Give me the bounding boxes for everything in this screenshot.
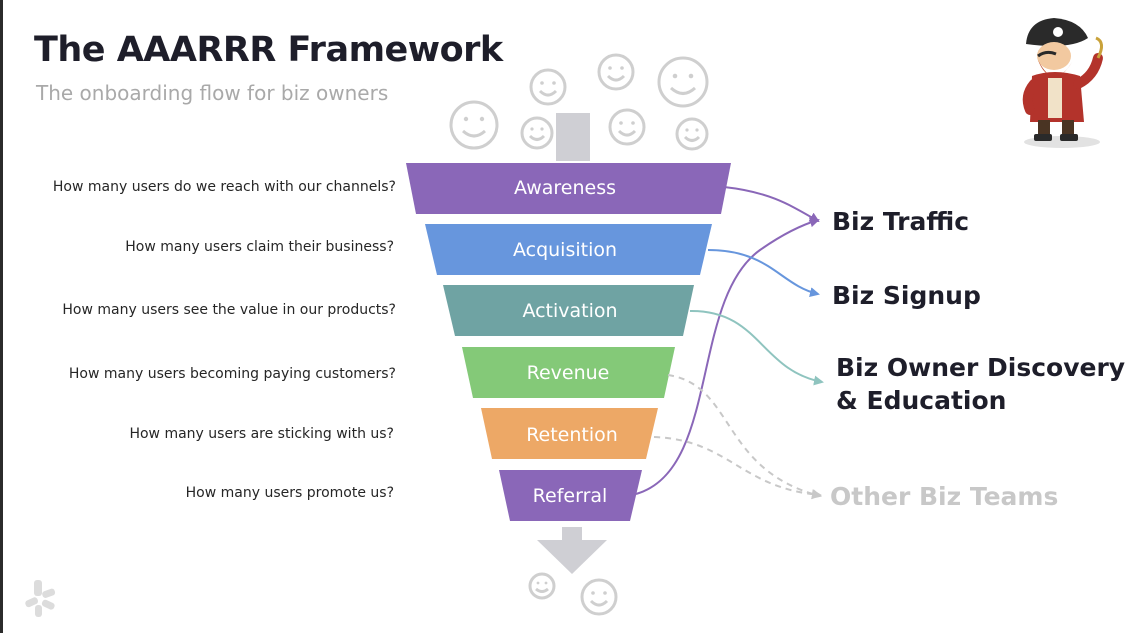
smiley-icon xyxy=(657,56,709,108)
smiley-icon xyxy=(529,68,567,106)
arrow-acquisition-to-biz-signup xyxy=(707,249,820,298)
funnel-label-revenue: Revenue xyxy=(527,362,610,384)
question-retention: How many users are sticking with us? xyxy=(129,426,394,442)
slide-title: The AAARRR Framework xyxy=(34,30,503,70)
slide-subtitle: The onboarding flow for biz owners xyxy=(36,81,389,105)
funnel-stage-referral xyxy=(499,470,642,521)
question-awareness: How many users do we reach with our chan… xyxy=(52,179,396,195)
funnel-label-awareness: Awareness xyxy=(514,177,616,199)
smiley-icon xyxy=(608,108,646,146)
smiley-icon xyxy=(675,117,709,151)
arrow-activation-to-discovery xyxy=(689,309,824,386)
down-arrow-icon xyxy=(537,527,607,574)
question-activation: How many users see the value in our prod… xyxy=(62,302,396,318)
smiley-icons-top xyxy=(449,53,709,151)
question-revenue: How many users becoming paying customers… xyxy=(68,366,396,382)
slide-left-border xyxy=(0,0,3,633)
funnel-stage-awareness xyxy=(406,163,731,214)
smiley-icons-bottom xyxy=(528,572,618,616)
question-referral: How many users promote us? xyxy=(185,485,394,501)
funnel-label-retention: Retention xyxy=(526,424,618,446)
outcome-other-teams: Other Biz Teams xyxy=(830,482,1059,511)
funnel-stage-retention xyxy=(481,408,658,459)
outcome-biz-signup: Biz Signup xyxy=(832,281,981,310)
yelp-logo-icon xyxy=(25,580,56,617)
smiley-icon xyxy=(597,53,635,91)
outcome-biz-traffic: Biz Traffic xyxy=(832,207,970,236)
smiley-icon xyxy=(520,116,554,150)
pirate-illustration xyxy=(1022,18,1103,148)
funnel-label-acquisition: Acquisition xyxy=(513,239,617,261)
smiley-icon xyxy=(449,100,499,150)
arrow-awareness-to-biz-traffic xyxy=(723,186,820,222)
top-gray-arrow-shaft xyxy=(556,113,590,161)
arrow-revenue-to-other-teams xyxy=(667,374,822,499)
question-acquisition: How many users claim their business? xyxy=(125,239,394,255)
smiley-icon xyxy=(580,578,618,616)
funnel-stage-revenue xyxy=(462,347,675,398)
arrow-referral-to-biz-traffic xyxy=(635,217,820,495)
arrow-retention-to-other-teams xyxy=(653,436,822,500)
smiley-icon xyxy=(528,572,556,600)
funnel-stage-acquisition xyxy=(425,224,712,275)
funnel-label-activation: Activation xyxy=(522,300,617,322)
funnel-label-referral: Referral xyxy=(533,485,608,507)
funnel-stage-activation xyxy=(443,285,694,336)
outcome-discovery-line1: Biz Owner Discovery xyxy=(836,353,1126,382)
outcome-discovery-line2: & Education xyxy=(836,386,1007,415)
